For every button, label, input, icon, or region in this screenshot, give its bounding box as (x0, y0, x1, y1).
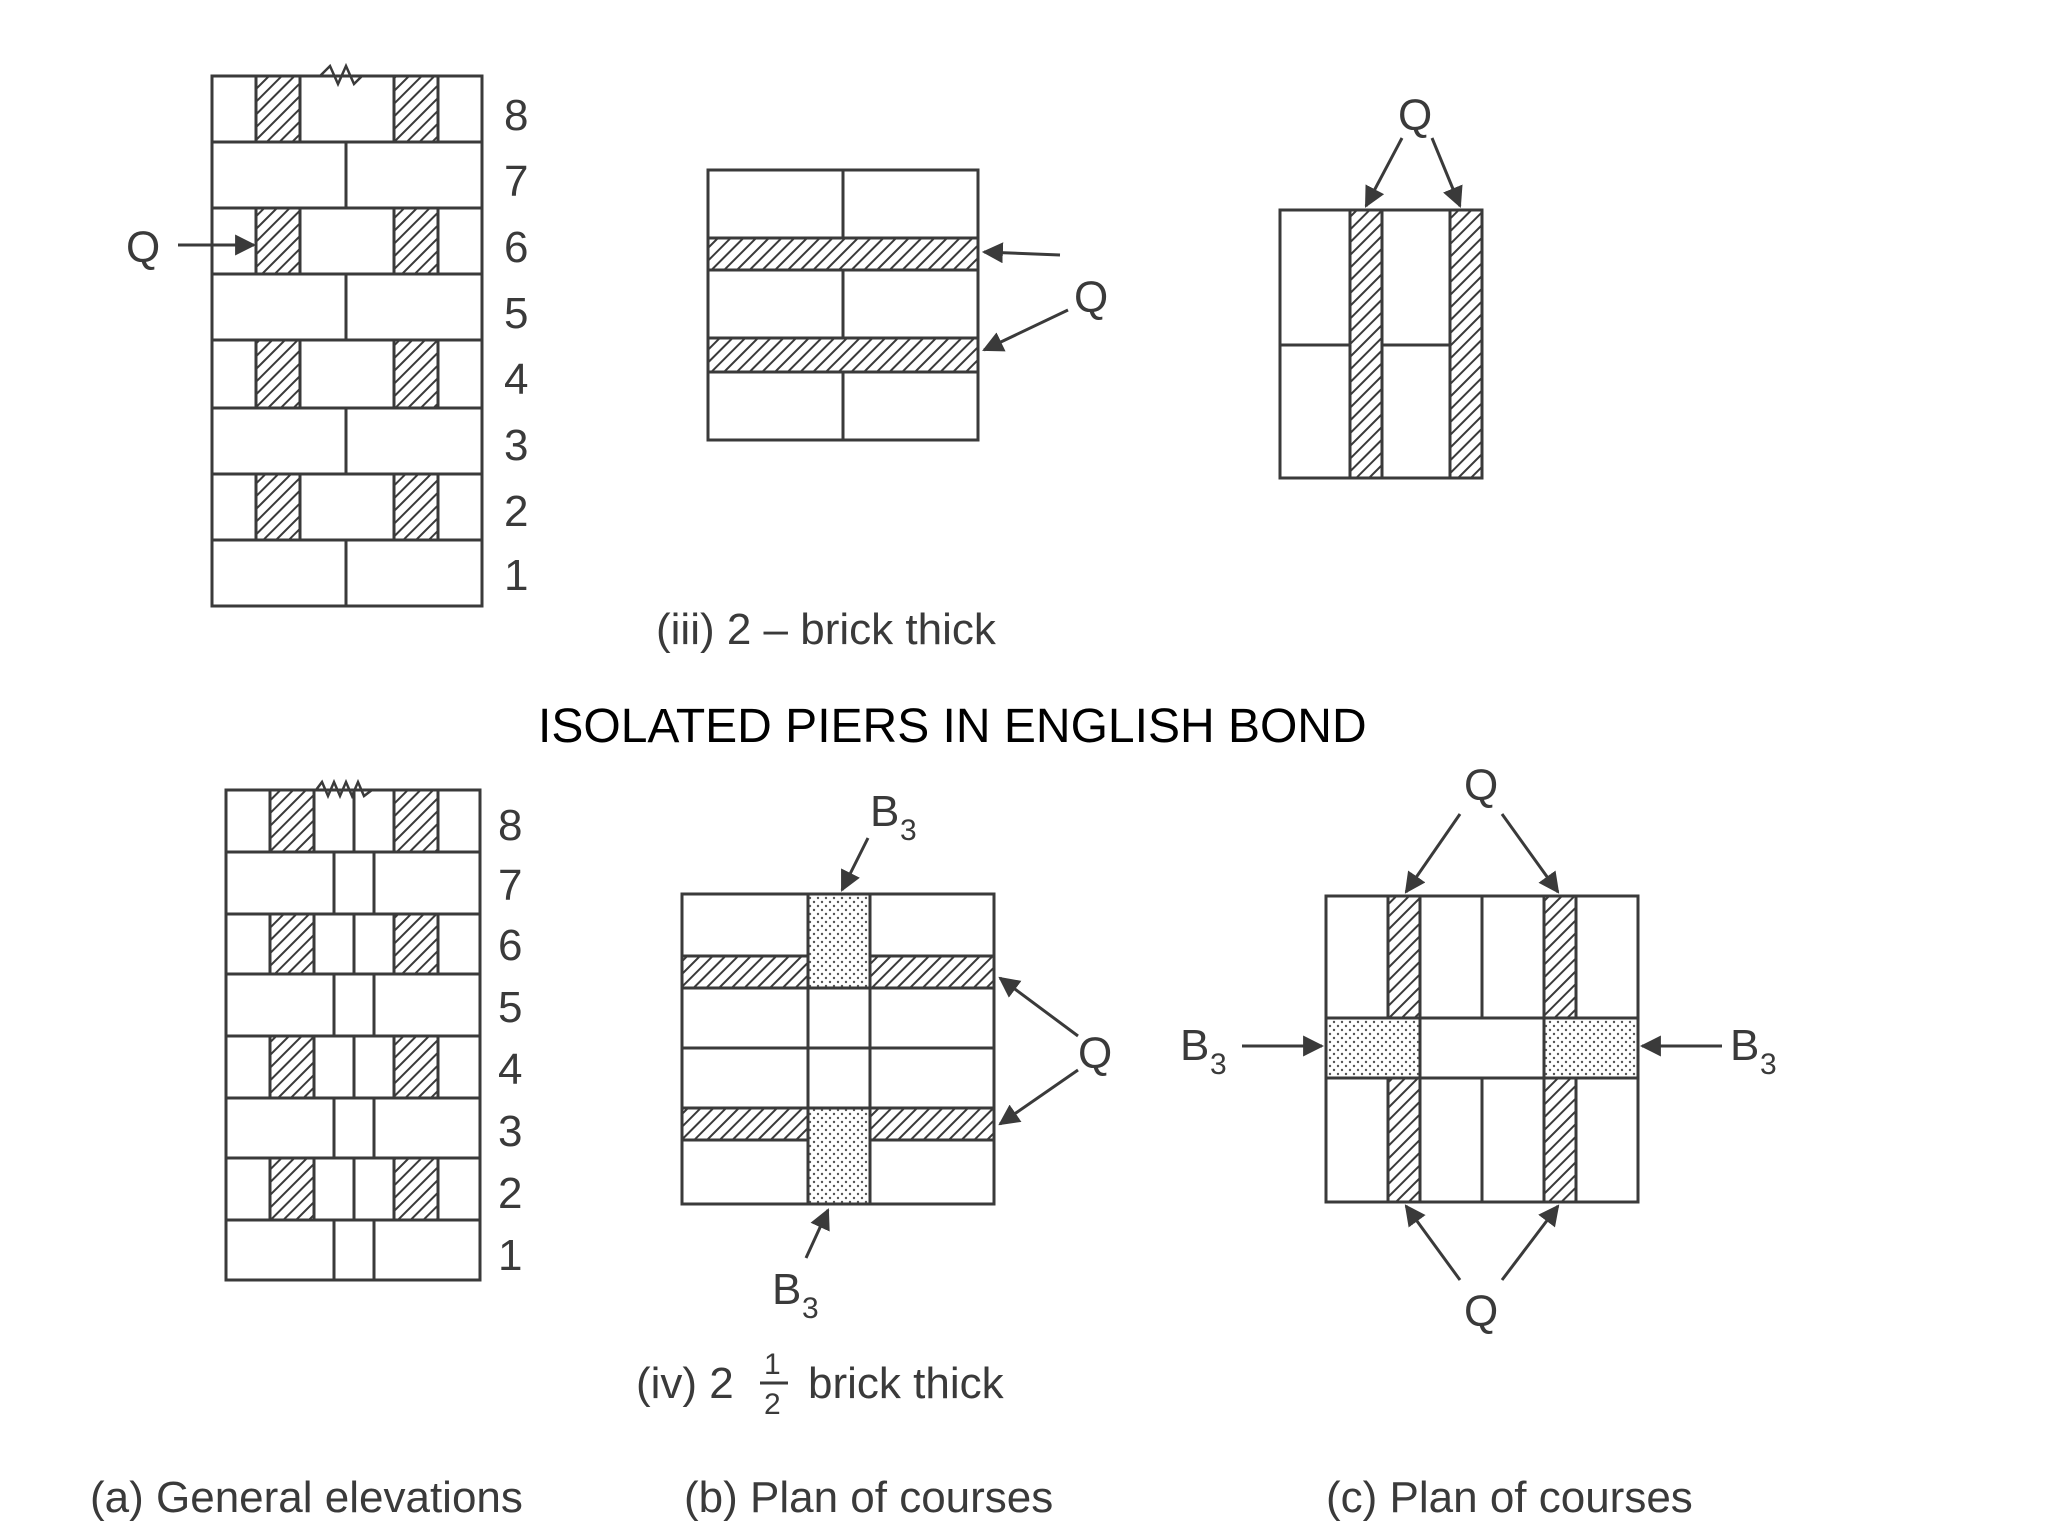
course-number: 6 (498, 921, 522, 970)
column-caption-b: (b) Plan of courses (684, 1473, 1053, 1522)
plan-b-iv (680, 892, 996, 1206)
course-numbers-iii: 8 7 6 5 4 3 2 1 (504, 91, 528, 600)
b3-label: B 3 (1180, 1021, 1227, 1081)
course-number: 5 (504, 289, 528, 338)
b-subscript: 3 (802, 1292, 819, 1325)
q-arrow (1364, 137, 1404, 208)
elevation-iii (210, 62, 484, 608)
course-number: 8 (498, 801, 522, 850)
caption-iii: (iii) 2 – brick thick (656, 605, 997, 654)
course-number: 3 (498, 1107, 522, 1156)
q-arrow (1500, 1204, 1560, 1281)
q-label: Q (1078, 1029, 1112, 1078)
course-number: 4 (498, 1045, 522, 1094)
column-caption-a: (a) General elevations (90, 1473, 523, 1522)
caption-iv: (iv) 2 1 2 brick thick (636, 1348, 1005, 1421)
q-arrow (982, 308, 1069, 352)
course-number: 8 (504, 91, 528, 140)
q-arrow (1404, 1204, 1462, 1281)
b-letter: B (1730, 1021, 1759, 1070)
b-subscript: 3 (900, 814, 917, 847)
caption-iv-frac-den: 2 (764, 1388, 781, 1421)
b3-arrow (840, 837, 870, 892)
q-arrow (998, 976, 1079, 1038)
elevation-iv (224, 778, 482, 1282)
plan-b-iii (706, 168, 980, 442)
q-arrow (1430, 137, 1463, 208)
column-caption-c: (c) Plan of courses (1326, 1473, 1693, 1522)
q-arrow (1404, 813, 1462, 894)
course-number: 7 (498, 861, 522, 910)
q-arrow (981, 242, 1061, 264)
plan-c-iii (1278, 208, 1484, 480)
q-arrow (1500, 813, 1560, 894)
q-label: Q (1074, 273, 1108, 322)
b-letter: B (1180, 1021, 1209, 1070)
b3-label: B 3 (1730, 1021, 1777, 1081)
caption-iv-prefix: (iv) 2 (636, 1359, 734, 1408)
b-letter: B (870, 787, 899, 836)
b3-label: B 3 (870, 787, 917, 847)
course-number: 2 (498, 1169, 522, 1218)
page-title: ISOLATED PIERS IN ENGLISH BOND (538, 700, 1367, 753)
caption-iv-frac-num: 1 (764, 1348, 781, 1381)
course-number: 5 (498, 983, 522, 1032)
q-label: Q (1464, 761, 1498, 810)
course-numbers-iv: 8 7 6 5 4 3 2 1 (498, 801, 522, 1280)
course-number: 7 (504, 157, 528, 206)
q-label: Q (1464, 1287, 1498, 1336)
b-letter: B (772, 1265, 801, 1314)
caption-iv-suffix: brick thick (808, 1359, 1005, 1408)
course-number: 2 (504, 487, 528, 536)
course-number: 1 (504, 551, 528, 600)
course-number: 3 (504, 421, 528, 470)
b-subscript: 3 (1210, 1048, 1227, 1081)
q-label: Q (126, 223, 160, 272)
q-arrow (998, 1068, 1079, 1126)
b3-label: B 3 (772, 1265, 819, 1325)
course-number: 1 (498, 1231, 522, 1280)
course-number: 6 (504, 223, 528, 272)
b-subscript: 3 (1760, 1048, 1777, 1081)
plan-c-iv (1324, 894, 1640, 1204)
course-number: 4 (504, 355, 528, 404)
b3-arrow (804, 1208, 830, 1259)
q-label: Q (1398, 91, 1432, 140)
